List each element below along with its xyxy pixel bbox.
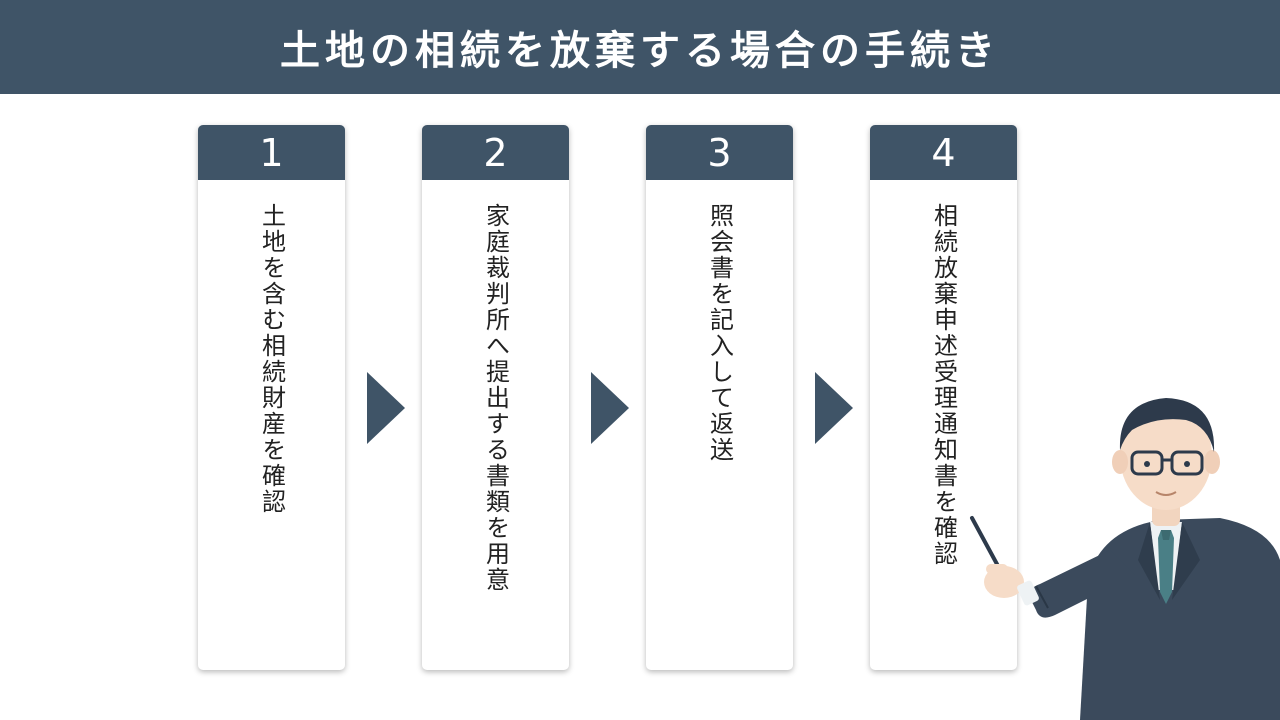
page-title: 土地の相続を放棄する場合の手続き: [280, 28, 1000, 74]
step-number-2: 2: [422, 125, 569, 180]
arrow-right-icon: [591, 372, 629, 444]
step-number-3: 3: [646, 125, 793, 180]
step-text-2: 家庭裁判所へ提出する書類を用意: [481, 203, 510, 593]
step-text-1: 土地を含む相続財産を確認: [257, 203, 286, 515]
step-card-4: 4 相続放棄申述受理通知書を確認: [870, 125, 1017, 670]
title-banner: 土地の相続を放棄する場合の手続き: [0, 0, 1280, 94]
step-number-1: 1: [198, 125, 345, 180]
step-card-3: 3 照会書を記入して返送: [646, 125, 793, 670]
step-text-4: 相続放棄申述受理通知書を確認: [929, 203, 958, 567]
step-card-1: 1 土地を含む相続財産を確認: [198, 125, 345, 670]
arrow-right-icon: [815, 372, 853, 444]
arrow-right-icon: [367, 372, 405, 444]
presenter-illustration: [970, 398, 1280, 720]
step-text-3: 照会書を記入して返送: [705, 203, 734, 463]
step-card-2: 2 家庭裁判所へ提出する書類を用意: [422, 125, 569, 670]
step-number-4: 4: [870, 125, 1017, 180]
